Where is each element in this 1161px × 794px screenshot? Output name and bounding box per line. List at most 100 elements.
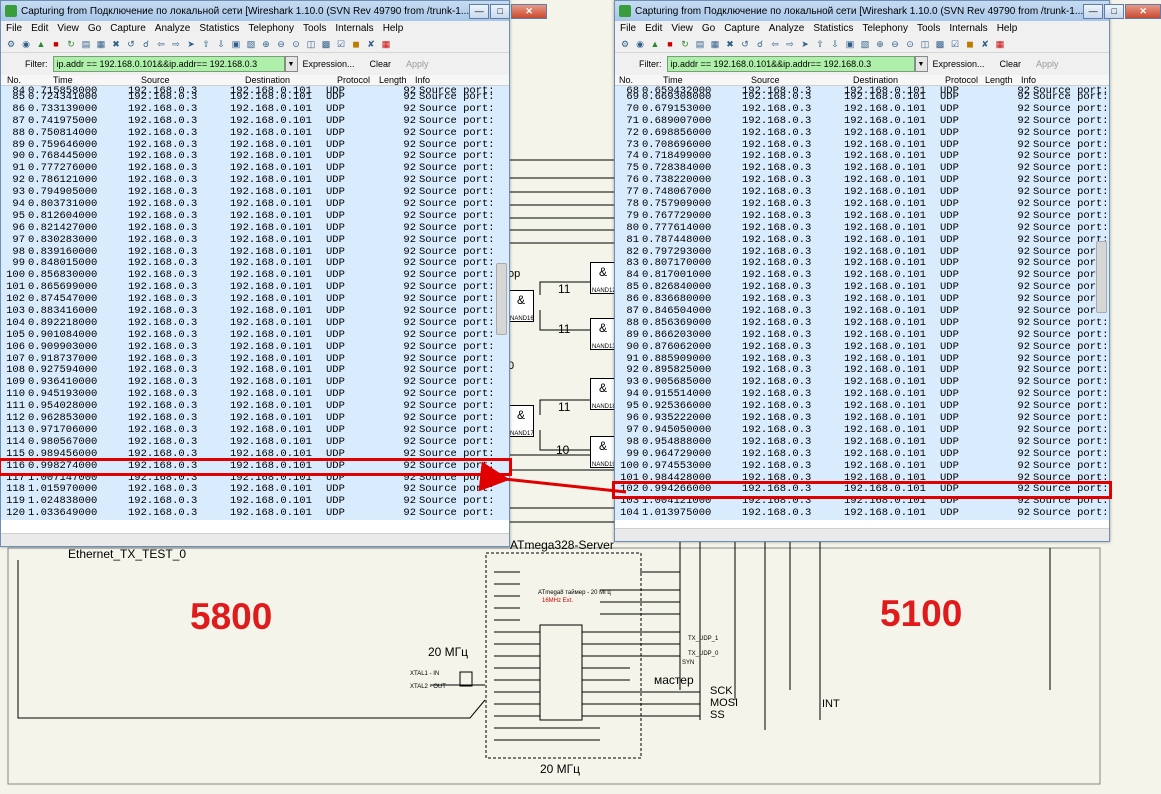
first-icon[interactable]: ⇧ [202,38,210,49]
stop-icon[interactable]: ■ [53,39,59,49]
stop-icon[interactable]: ■ [667,39,673,49]
display-filter-input[interactable]: ip.addr == 192.168.0.101&&ip.addr== 192.… [666,56,915,72]
col-time[interactable]: Time [663,75,683,85]
chevron-down-icon[interactable]: ▼ [284,56,298,72]
col-destination[interactable]: Destination [245,75,291,85]
close-icon[interactable]: ✕ [1125,3,1161,19]
col-length[interactable]: Length [985,75,1013,85]
menu-file[interactable]: File [620,23,637,34]
help-icon[interactable]: ▦ [995,38,1005,49]
start-icon[interactable]: ▲ [650,39,660,49]
zoom-out-icon[interactable]: ⊖ [277,38,285,49]
col-source[interactable]: Source [751,75,780,85]
coloring-rules-icon[interactable]: ◼ [352,38,360,49]
display-filters-icon[interactable]: ☑ [336,38,346,49]
autoscroll-icon[interactable]: ▧ [860,38,870,49]
maximize-icon[interactable]: □ [1104,3,1125,19]
zoom-normal-icon[interactable]: ⊙ [292,38,300,49]
zoom-normal-icon[interactable]: ⊙ [906,38,914,49]
menu-view[interactable]: View [57,23,79,34]
vertical-scrollbar[interactable] [496,263,507,335]
clear-button[interactable]: Clear [369,59,392,69]
open-icon[interactable]: ▤ [695,38,705,49]
close-icon[interactable]: ✕ [511,3,548,19]
col-source[interactable]: Source [141,75,170,85]
options-icon[interactable]: ◉ [636,38,644,49]
clear-button[interactable]: Clear [999,59,1022,69]
menu-internals[interactable]: Internals [949,23,988,34]
col-no[interactable]: No. [7,75,22,85]
display-filter-input[interactable]: ip.addr == 192.168.0.101&&ip.addr== 192.… [52,56,285,72]
col-info[interactable]: Info [415,75,431,85]
restart-icon[interactable]: ↻ [67,38,75,49]
menu-analyze[interactable]: Analyze [768,23,805,34]
close-file-icon[interactable]: ✖ [112,38,120,49]
expression-button[interactable]: Expression... [302,59,355,69]
menu-telephony[interactable]: Telephony [862,23,908,34]
help-icon[interactable]: ▦ [381,38,391,49]
horizontal-scrollbar[interactable] [615,528,1109,541]
capture-filters-icon[interactable]: ▩ [321,38,331,49]
resize-columns-icon[interactable]: ◫ [306,38,316,49]
preferences-icon[interactable]: ✘ [367,38,375,49]
colorize-icon[interactable]: ▣ [845,38,855,49]
autoscroll-icon[interactable]: ▧ [246,38,256,49]
save-icon[interactable]: ▦ [710,38,720,49]
zoom-in-icon[interactable]: ⊕ [262,38,270,49]
zoom-out-icon[interactable]: ⊖ [891,38,899,49]
forward-icon[interactable]: ⇨ [172,38,180,49]
menu-edit[interactable]: Edit [645,23,663,34]
vertical-scrollbar[interactable] [1096,241,1107,313]
last-icon[interactable]: ⇩ [831,38,839,49]
minimize-icon[interactable]: — [469,3,490,19]
menu-statistics[interactable]: Statistics [813,23,854,34]
first-icon[interactable]: ⇧ [816,38,824,49]
menu-help[interactable]: Help [996,23,1018,34]
forward-icon[interactable]: ⇨ [786,38,794,49]
interfaces-icon[interactable]: ⚙ [6,38,16,49]
menu-help[interactable]: Help [382,23,404,34]
last-icon[interactable]: ⇩ [217,38,225,49]
menu-tools[interactable]: Tools [302,23,327,34]
wireshark-window-right[interactable]: Capturing from Подключение по локальной … [612,0,1161,542]
zoom-in-icon[interactable]: ⊕ [876,38,884,49]
